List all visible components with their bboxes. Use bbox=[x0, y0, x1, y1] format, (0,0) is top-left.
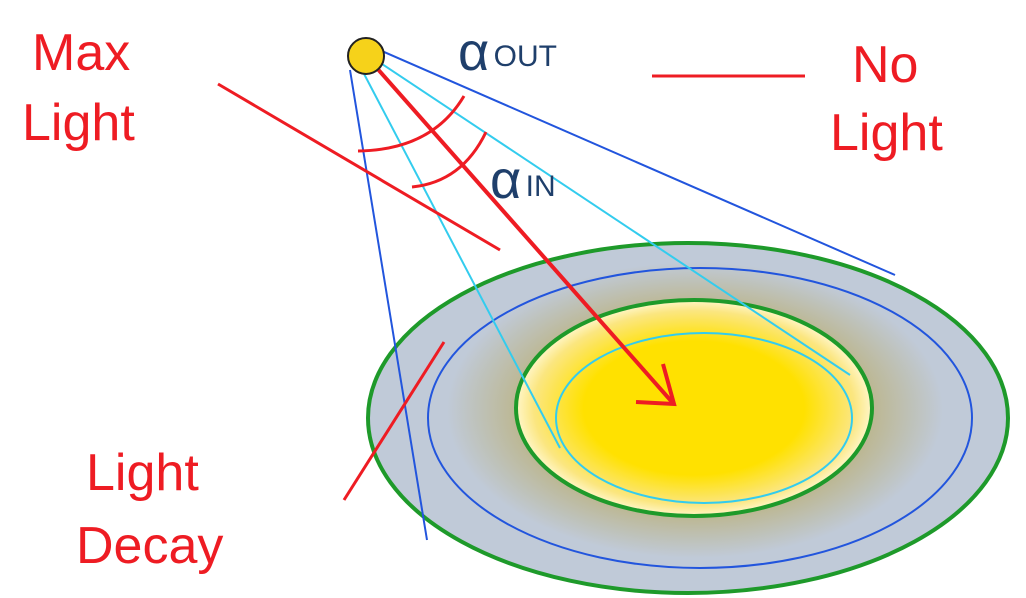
light-source bbox=[347, 37, 385, 75]
outer-cone-left-edge bbox=[349, 69, 428, 541]
inner-cone-left-edge bbox=[361, 69, 561, 449]
alpha-in-arc bbox=[411, 131, 488, 189]
max-light-line-2: Light bbox=[22, 94, 135, 152]
light-decay-pointer bbox=[342, 341, 446, 501]
alpha-in-label: α IN bbox=[490, 150, 556, 210]
max-light-label: Max Light bbox=[22, 24, 145, 152]
light-decay-line-1: Light bbox=[86, 444, 199, 502]
outer-cone-base bbox=[427, 267, 973, 569]
alpha-out-label: α OUT bbox=[458, 22, 557, 82]
outer-cone-right-edge bbox=[374, 47, 896, 276]
max-light-pointer bbox=[217, 82, 501, 252]
alpha-in-symbol: α bbox=[490, 150, 521, 210]
light-decay-line-2: Decay bbox=[76, 517, 223, 575]
max-light-line-1: Max bbox=[32, 24, 130, 82]
light-direction-arrow bbox=[366, 56, 674, 404]
arrow-head bbox=[635, 363, 677, 407]
inner-cone-base bbox=[555, 332, 853, 504]
outer-disc-border bbox=[366, 241, 1010, 595]
alpha-in-subscript: IN bbox=[526, 170, 556, 203]
light-decay-label: Light Decay bbox=[76, 444, 223, 575]
no-light-label: No Light bbox=[830, 36, 943, 162]
no-light-line-2: Light bbox=[830, 104, 943, 162]
alpha-out-symbol: α bbox=[458, 22, 489, 82]
alpha-out-subscript: OUT bbox=[494, 40, 557, 73]
no-light-line-1: No bbox=[852, 36, 918, 94]
alpha-out-arc bbox=[357, 95, 466, 153]
